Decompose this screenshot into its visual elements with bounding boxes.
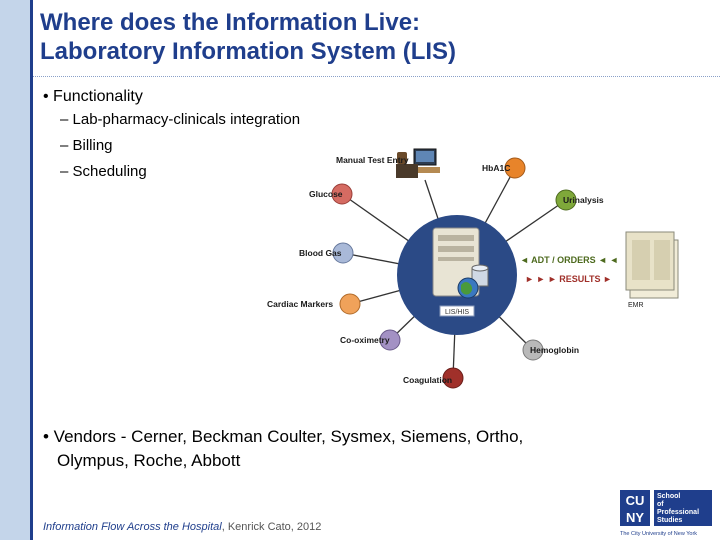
logo-studies: Studies (657, 517, 682, 524)
left-accent-line (30, 0, 33, 540)
label-glucose: Glucose (309, 189, 343, 199)
node-urinalysis (555, 189, 577, 211)
logo-ny: NY (626, 510, 644, 525)
slide-footer: Information Flow Across the Hospital, Ke… (43, 521, 321, 533)
label-urinalysis: Urinalysis (563, 195, 604, 205)
cuny-sps-logo: CU NY School of Professional Studies The… (620, 490, 712, 537)
globe-icon (457, 277, 479, 299)
node-blood-gas (332, 242, 354, 264)
hub-label: LIS/HIS (445, 309, 469, 316)
database-icon (471, 264, 489, 287)
title-line-2: Laboratory Information System (LIS) (40, 38, 457, 65)
logo-school: School (657, 493, 680, 500)
logo-tagline: The City University of New York (620, 531, 697, 537)
sub-bullet-billing: – Billing (60, 137, 113, 154)
logo-cu: CU (626, 493, 645, 508)
slide-title: Where does the Information Live: Laborat… (40, 8, 710, 66)
label-manual-test-entry: Manual Test Entry (336, 155, 409, 165)
title-line-1: Where does the Information Live: (40, 9, 421, 36)
left-decorative-bar (0, 0, 33, 540)
node-co-oximetry (379, 329, 401, 351)
label-hemoglobin: Hemoglobin (530, 345, 579, 355)
vendors-line-2: Olympus, Roche, Abbott (57, 451, 241, 470)
bullet-functionality: • Functionality (43, 88, 143, 105)
logo-of: of (657, 501, 664, 508)
hub-label-box (439, 305, 475, 317)
node-glucose (331, 183, 353, 205)
label-blood-gas: Blood Gas (299, 248, 342, 258)
computer-icon (396, 148, 440, 178)
vendors-line-1: • Vendors - Cerner, Beckman Coulter, Sys… (43, 427, 524, 446)
lis-diagram: LIS/HIS Manual Test Entry HbA1C Glucose … (267, 148, 679, 389)
vendors-bullet: • Vendors - Cerner, Beckman Coulter, Sys… (43, 425, 643, 473)
node-coagulation (442, 367, 464, 389)
emr-label: EMR (628, 302, 644, 309)
label-co-oximetry: Co-oximetry (340, 335, 390, 345)
adt-orders-label: ◄ ADT / ORDERS ◄ ◄ (520, 255, 618, 265)
node-cardiac-markers (339, 293, 361, 315)
footer-source-title: Information Flow Across the Hospital (43, 521, 222, 533)
emr-server-icon (625, 231, 679, 299)
footer-source-rest: , Kenrick Cato, 2012 (221, 521, 322, 533)
label-hba1c: HbA1C (482, 163, 510, 173)
node-hba1c (504, 157, 526, 179)
logo-professional: Professional (657, 509, 699, 516)
label-cardiac-markers: Cardiac Markers (267, 299, 333, 309)
title-divider (33, 76, 720, 77)
results-label: ► ► ► RESULTS ► (525, 274, 612, 284)
sub-bullet-integration: – Lab-pharmacy-clinicals integration (60, 111, 301, 128)
functionality-list: • Functionality – Lab-pharmacy-clinicals… (43, 87, 683, 185)
node-hemoglobin (522, 339, 544, 361)
sub-bullet-scheduling: – Scheduling (60, 163, 147, 180)
label-coagulation: Coagulation (403, 375, 452, 385)
